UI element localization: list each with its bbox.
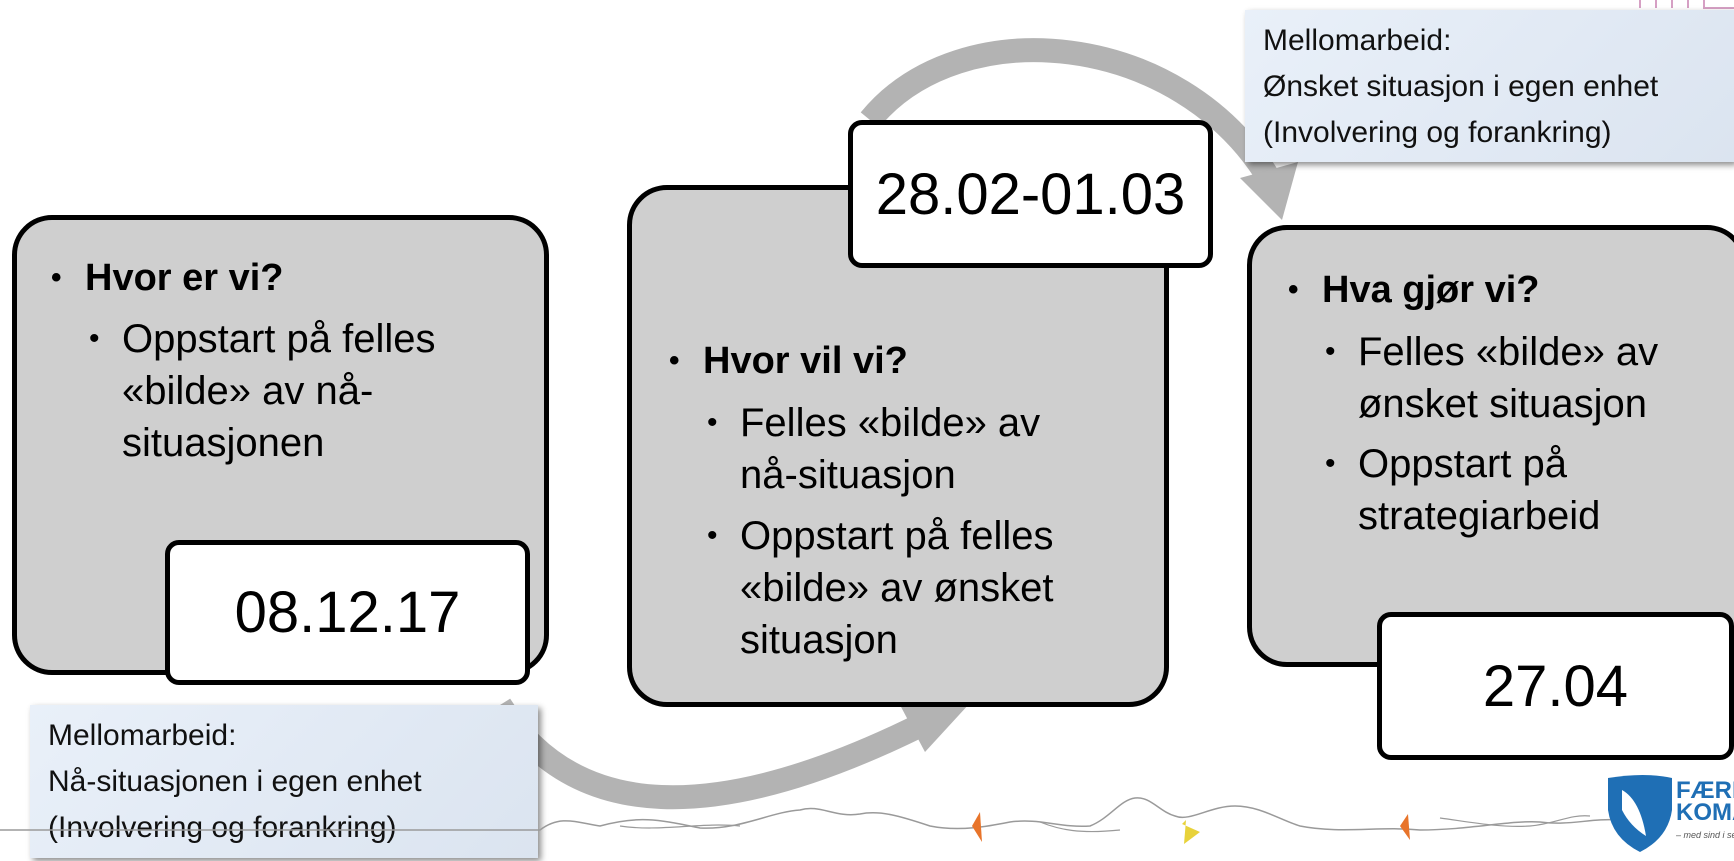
intermediate-work-note-1: Mellomarbeid: Nå-situasjonen i egen enhe… <box>30 705 538 858</box>
stage-1-date: 08.12.17 <box>165 540 530 685</box>
stage-2-panel <box>627 185 1169 707</box>
boat-orange-2 <box>1400 814 1410 840</box>
intermediate-work-note-2: Mellomarbeid: Ønsket situasjon i egen en… <box>1245 10 1734 162</box>
stage-2-date: 28.02-01.03 <box>848 120 1213 268</box>
stage-3-panel <box>1247 225 1734 667</box>
stage-1-item: • Oppstart på felles «bilde» av nå- situ… <box>89 317 436 465</box>
logo-text: FÆRD KOMA <box>1676 780 1734 824</box>
logo-tagline: – med sind i se <box>1676 830 1734 840</box>
stage-2-heading: •Hvor vil vi? <box>669 340 908 382</box>
stage-1-heading: •Hvor er vi? <box>51 257 284 299</box>
arrow-bottom-head <box>900 703 970 752</box>
stage-3-item-1: • Felles «bilde» av ønsket situasjon <box>1325 330 1659 426</box>
stage-3-item-2: • Oppstart på strategiarbeid <box>1325 442 1601 538</box>
boat-yellow <box>1182 820 1200 844</box>
stage-3-heading: •Hva gjør vi? <box>1288 269 1540 311</box>
boat-orange-1 <box>972 812 982 842</box>
arrow-top-head <box>1240 162 1298 220</box>
stage-2-item-2: • Oppstart på felles «bilde» av ønsket s… <box>707 514 1054 662</box>
arrow-top <box>860 38 1281 187</box>
stage-2-item-1: • Felles «bilde» av nå-situasjon <box>707 401 1041 497</box>
stage-3-date: 27.04 <box>1377 612 1734 760</box>
corner-decoration <box>1639 0 1734 9</box>
